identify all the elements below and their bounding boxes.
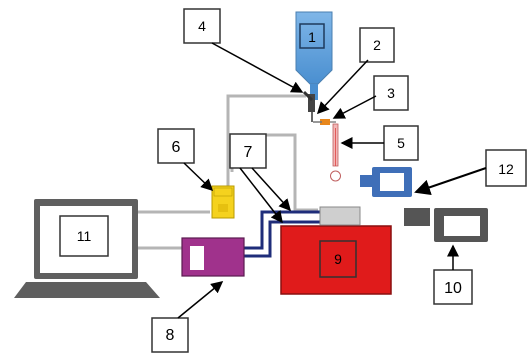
orange-fitting [320, 119, 330, 125]
hanging-probe [330, 121, 341, 182]
gray-camera [404, 208, 488, 242]
label-1: 1 [308, 29, 316, 45]
label-4: 4 [198, 18, 206, 34]
label-2: 2 [373, 37, 381, 53]
controller [181, 237, 245, 277]
label-11: 11 [77, 228, 92, 244]
leader-arrows [177, 42, 487, 319]
reservoir [295, 11, 333, 100]
yellow-sensor [211, 185, 235, 219]
label-7: 7 [244, 144, 253, 161]
label-6: 6 [172, 139, 181, 156]
tubing [244, 210, 320, 258]
laptop [14, 199, 160, 298]
label-3: 3 [387, 85, 395, 101]
pump [280, 206, 392, 295]
needle [302, 90, 315, 122]
label-5: 5 [397, 135, 405, 151]
blue-camera [360, 167, 412, 197]
label-boxes [151, 8, 527, 353]
label-9: 9 [334, 251, 342, 267]
label-8: 8 [166, 327, 175, 344]
signal-cables [138, 94, 318, 250]
label-12: 12 [498, 161, 514, 177]
label-10: 10 [444, 280, 462, 297]
